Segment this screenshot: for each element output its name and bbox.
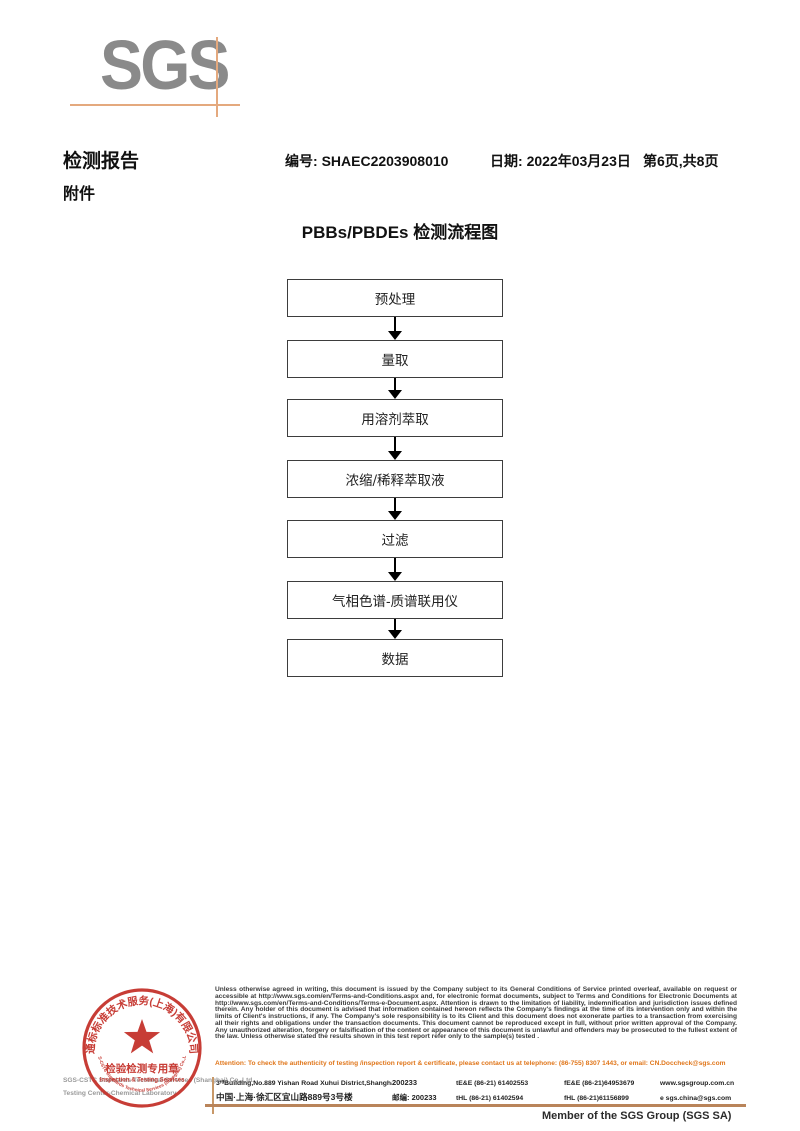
footer-crosshair-vertical [212, 1077, 214, 1114]
report-title: 检测报告 [63, 151, 140, 172]
arrow-head [388, 451, 402, 460]
page-indicator: 第6页,共8页 [643, 153, 719, 169]
report-number-label: 编号: [285, 153, 318, 169]
report-number: 编号: SHAEC2203908010 [285, 151, 448, 171]
flow-step-solvent-extract: 用溶剂萃取 [287, 399, 503, 437]
report-date: 日期: 2022年03月23日 [490, 151, 631, 171]
seal-circle [82, 988, 202, 1108]
postcode-cn: 邮编: 200233 [392, 1093, 437, 1102]
fax-cn: fHL (86-21)61156899 [564, 1095, 629, 1102]
arrow-line [394, 378, 396, 391]
flowchart-title: PBBs/PBDEs 检测流程图 [301, 223, 499, 242]
seal-subtitle-text: Inspection & Testing Services [100, 1078, 186, 1084]
attachment-label: 附件 [63, 186, 96, 203]
sgs-logo: SGS [100, 26, 230, 104]
flow-arrow-down-icon [388, 558, 402, 581]
arrow-head [388, 511, 402, 520]
flow-arrow-down-icon [388, 437, 402, 460]
flow-step-filter: 过滤 [287, 520, 503, 558]
lab-name-gray: Testing Center-Chemical Laboratory [63, 1090, 177, 1097]
seal-title-text: 检验检测专用章 [105, 1062, 179, 1075]
fax-en: fE&E (86-21)64953679 [564, 1080, 635, 1087]
logo-crosshair-vertical [216, 37, 218, 117]
flow-step-data: 数据 [287, 639, 503, 677]
flow-step-concentrate-dilute: 浓缩/稀释萃取液 [287, 460, 503, 498]
report-date-value: 2022年03月23日 [526, 153, 631, 169]
arrow-head [388, 572, 402, 581]
sgs-group-member-text: Member of the SGS Group (SGS SA) [542, 1110, 732, 1122]
attention-notice: Attention: To check the authenticity of … [215, 1060, 726, 1067]
company-name-gray: SGS-CSTC Standards Technical Services (S… [63, 1077, 255, 1084]
address-cn: 中国·上海·徐汇区宜山路889号3号楼 [216, 1092, 353, 1102]
arrow-head [388, 331, 402, 340]
phone-en: tE&E (86-21) 61402553 [456, 1080, 529, 1087]
website: www.sgsgroup.com.cn [660, 1080, 735, 1087]
footer-rule [205, 1104, 746, 1107]
flow-arrow-down-icon [388, 317, 402, 340]
logo-crosshair-horizontal [70, 104, 240, 106]
flow-step-gcms: 气相色谱-质谱联用仪 [287, 581, 503, 619]
legal-disclaimer: Unless otherwise agreed in writing, this… [215, 986, 737, 1041]
report-number-value: SHAEC2203908010 [321, 153, 449, 169]
footer-row-en: 3ʳᵈBuilding,No.889 Yishan Road Xuhui Dis… [216, 1078, 740, 1091]
footer-row-cn: 中国·上海·徐汇区宜山路889号3号楼 邮编: 200233 tHL (86-2… [216, 1091, 740, 1104]
seal-star-icon [123, 1019, 161, 1054]
arrow-line [394, 317, 396, 332]
phone-cn: tHL (86-21) 61402594 [456, 1095, 524, 1102]
postcode-en: 200233 [392, 1078, 418, 1087]
email: e sgs.china@sgs.com [660, 1095, 732, 1102]
arrow-head [388, 630, 402, 639]
flow-arrow-down-icon [388, 619, 402, 639]
flow-arrow-down-icon [388, 498, 402, 520]
arrow-line [394, 437, 396, 452]
arrow-line [394, 558, 396, 573]
company-seal-stamp: 通标标准技术服务(上海)有限公司 检验检测专用章 Inspection & Te… [78, 984, 202, 1108]
flow-step-measure: 量取 [287, 340, 503, 378]
footer-address-block: 3ʳᵈBuilding,No.889 Yishan Road Xuhui Dis… [216, 1078, 740, 1104]
arrow-line [394, 498, 396, 512]
arrow-head [388, 390, 402, 399]
address-en: 3ʳᵈBuilding,No.889 Yishan Road Xuhui Dis… [216, 1080, 392, 1087]
arrow-line [394, 619, 396, 631]
flow-arrow-down-icon [388, 378, 402, 399]
flow-step-pretreatment: 预处理 [287, 279, 503, 317]
report-date-label: 日期: [490, 153, 523, 169]
